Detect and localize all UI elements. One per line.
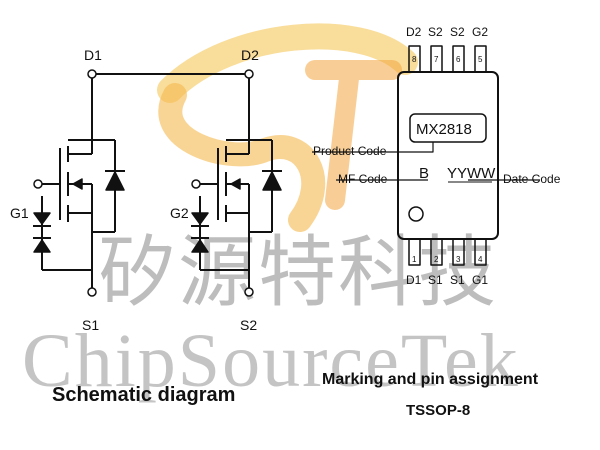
mosfet-q2 (199, 74, 273, 290)
bottom-pin-number-3: 3 (456, 255, 461, 264)
terminal-d1 (87, 69, 97, 79)
top-pin-number-7: 7 (434, 55, 439, 64)
schematic-caption: Schematic diagram (52, 384, 236, 406)
label-s1: S1 (82, 317, 99, 333)
mf-code-char: B (419, 165, 429, 182)
terminal-g1 (33, 179, 43, 189)
label-d1: D1 (84, 47, 102, 63)
bottom-pin-number-4: 4 (478, 255, 483, 264)
product-code-callout-line (312, 142, 434, 153)
bottom-pin-name-1: D1 (406, 273, 422, 287)
label-g1: G1 (10, 205, 29, 221)
terminal-s2 (244, 287, 254, 297)
bottom-pin-name-2: S1 (428, 273, 443, 287)
product-marking-text: MX2818 (416, 121, 472, 138)
date-code-label: Date Code (503, 172, 561, 186)
marking-caption: Marking and pin assignment (322, 371, 539, 388)
top-pin-name-6: S2 (450, 25, 465, 39)
label-d2: D2 (241, 47, 259, 63)
watermark-chinese-text: 矽源特科技 (98, 228, 499, 318)
bottom-pin-number-2: 2 (434, 255, 439, 264)
top-pin-name-8: D2 (406, 25, 422, 39)
date-code-chars: YYWW (447, 165, 496, 182)
mf-code-label: MF Code (338, 172, 388, 186)
top-pin-number-8: 8 (412, 55, 417, 64)
mosfet-q1 (41, 73, 249, 290)
product-code-label: Product Code (313, 144, 387, 158)
top-pin-number-6: 6 (456, 55, 461, 64)
label-s2: S2 (240, 317, 257, 333)
pin1-indicator (408, 206, 424, 222)
top-pin-name-7: S2 (428, 25, 443, 39)
bottom-pin-name-3: S1 (450, 273, 465, 287)
bottom-pin-number-1: 1 (412, 255, 417, 264)
terminal-s1 (87, 287, 97, 297)
bottom-pin-name-4: G1 (472, 273, 488, 287)
terminal-d2 (244, 69, 254, 79)
top-pin-number-5: 5 (478, 55, 483, 64)
label-g2: G2 (170, 205, 189, 221)
package-type-label: TSSOP-8 (406, 402, 471, 419)
top-pin-name-5: G2 (472, 25, 488, 39)
watermark-english-text: ChipSourceTek (22, 319, 520, 403)
package-outline (397, 45, 499, 266)
terminal-g2 (191, 179, 201, 189)
